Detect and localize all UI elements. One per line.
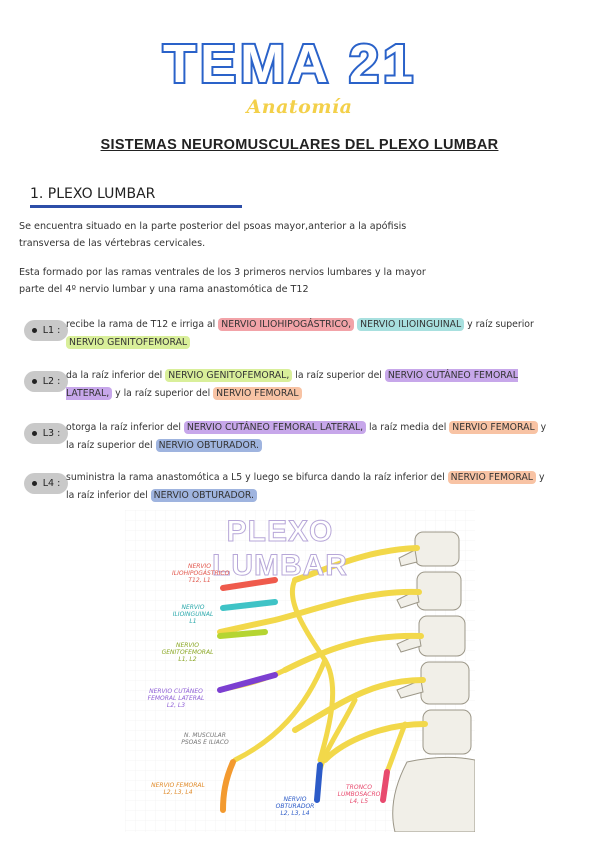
item-text: la raíz media del: [366, 422, 450, 433]
badge-l4: L4 :: [24, 473, 68, 494]
item-text: otorga la raíz inferior del: [66, 422, 184, 433]
badge-label: L4 :: [42, 478, 61, 489]
nerve-t12: [292, 545, 420, 583]
item-text: da la raíz inferior del: [66, 370, 166, 381]
header-title: TEMA 21: [161, 32, 417, 96]
tronco-end: [380, 769, 390, 803]
badge-label: L2 :: [42, 376, 61, 387]
list-item-l2: da la raíz inferior del NERVIO GENITOFEM…: [66, 367, 548, 403]
vertebra: [414, 531, 460, 567]
header-subtitle: Anatomía: [246, 96, 353, 118]
vertebra: [420, 661, 470, 705]
badge-label: L1 :: [42, 325, 61, 336]
badge-l3: L3 :: [24, 423, 68, 444]
highlight-femoral: NERVIO FEMORAL: [213, 387, 302, 400]
highlight-femoral: NERVIO FEMORAL: [449, 421, 538, 434]
genitofemoral-end: [217, 629, 268, 639]
section-divider: [30, 205, 242, 208]
highlight-obturador: NERVIO OBTURADOR.: [155, 439, 262, 452]
obturador-end: [314, 762, 323, 803]
iliohipogastrico-end: [220, 577, 278, 591]
nerve-branch: [232, 657, 328, 763]
badge-l1: L1 :: [24, 320, 68, 341]
nerve-l3: [292, 677, 426, 733]
item-text: y la raíz superior del: [66, 422, 547, 451]
label-text: NERVIO OBTURADOR: [275, 796, 315, 810]
sacrum: [392, 756, 475, 832]
badge-l2: L2 :: [24, 371, 68, 392]
bullet-dot: [31, 328, 37, 333]
cutaneo-end: [217, 672, 278, 693]
nerve-l2: [282, 632, 424, 673]
transverse-process: [396, 679, 424, 699]
ilioinguinal-end: [220, 599, 278, 611]
label-roots: T12, L1: [188, 577, 211, 584]
vertebra: [418, 615, 466, 657]
badge-label: L3 :: [42, 428, 61, 439]
bullet-dot: [31, 379, 37, 384]
list-item-l1: recibe la rama de T12 e irriga al NERVIO…: [66, 316, 548, 352]
label-text: N. MUSCULAR: [184, 732, 226, 739]
label-text: TRONCO LUMBOSACRO: [337, 784, 381, 798]
label-roots: L2, L3, L4: [280, 810, 310, 817]
nerve-l1: [217, 588, 422, 635]
highlight-iliohipogastrico: NERVIO ILIOHIPOGÁSTRICO,: [218, 318, 355, 331]
nerve-trunks: [217, 545, 428, 775]
item-text: recibe la rama de T12 e irriga al: [66, 319, 219, 330]
label-roots: L4, L5: [349, 798, 369, 805]
list-item-l4: suministra la rama anastomótica a L5 y l…: [66, 469, 548, 505]
bullet-dot: [31, 431, 37, 436]
highlight-ilioinguinal: NERVIO ILIOINGUINAL: [357, 318, 465, 331]
item-text: la raíz superior del: [292, 370, 385, 381]
vertebral-column: [392, 531, 475, 832]
vertebra: [422, 709, 472, 755]
section-heading: 1. PLEXO LUMBAR: [30, 186, 156, 202]
composition-paragraph: Esta formado por las ramas ventrales de …: [19, 267, 426, 295]
figure-title: PLEXO LUMBAR: [212, 515, 348, 583]
label-text: NERVIO GENITOFEMORAL: [161, 642, 214, 656]
header-title-text: TEMA 21: [163, 34, 417, 94]
label-sub: PSOAS E ILIACO: [181, 739, 229, 746]
highlight-genitofemoral: NERVIO GENITOFEMORAL: [66, 336, 191, 349]
colored-nerve-endings: [217, 577, 390, 813]
highlight-obturador: NERVIO OBTURADOR.: [150, 489, 258, 502]
label-text: NERVIO ILIOINGUINAL: [172, 604, 214, 618]
femoral-end: [220, 759, 236, 813]
item-text: suministra la rama anastomótica a L5 y l…: [66, 472, 448, 483]
label-roots: L1, L2: [178, 656, 197, 663]
nerve-l4: [322, 721, 428, 763]
label-roots: L1: [189, 618, 197, 625]
label-text: NERVIO ILIOHIPOGÁSTRICO: [172, 563, 230, 577]
bullet-dot: [31, 481, 37, 486]
intro-paragraph: Se encuentra situado en la parte posteri…: [19, 221, 407, 249]
vertebra: [416, 571, 462, 611]
item-text: y raíz superior: [464, 319, 534, 330]
highlight-cutaneo-femoral: NERVIO CUTÁNEO FEMORAL LATERAL,: [183, 421, 367, 434]
transverse-process: [398, 549, 418, 567]
label-text: NERVIO CUTÁNEO FEMORAL LATERAL: [147, 688, 205, 702]
item-text: y la raíz inferior del: [66, 472, 545, 501]
lumbar-plexus-illustration: [125, 510, 475, 832]
item-text: y la raíz superior del: [112, 388, 214, 399]
page-title: SISTEMAS NEUROMUSCULARES DEL PLEXO LUMBA…: [100, 137, 499, 153]
label-text: NERVIO FEMORAL: [151, 782, 205, 789]
label-roots: L2, L3, L4: [163, 789, 193, 796]
highlight-genitofemoral: NERVIO GENITOFEMORAL,: [165, 369, 293, 382]
highlight-femoral: NERVIO FEMORAL: [447, 471, 536, 484]
label-roots: L2, L3: [166, 702, 186, 709]
list-item-l3: otorga la raíz inferior del NERVIO CUTÁN…: [66, 419, 548, 455]
